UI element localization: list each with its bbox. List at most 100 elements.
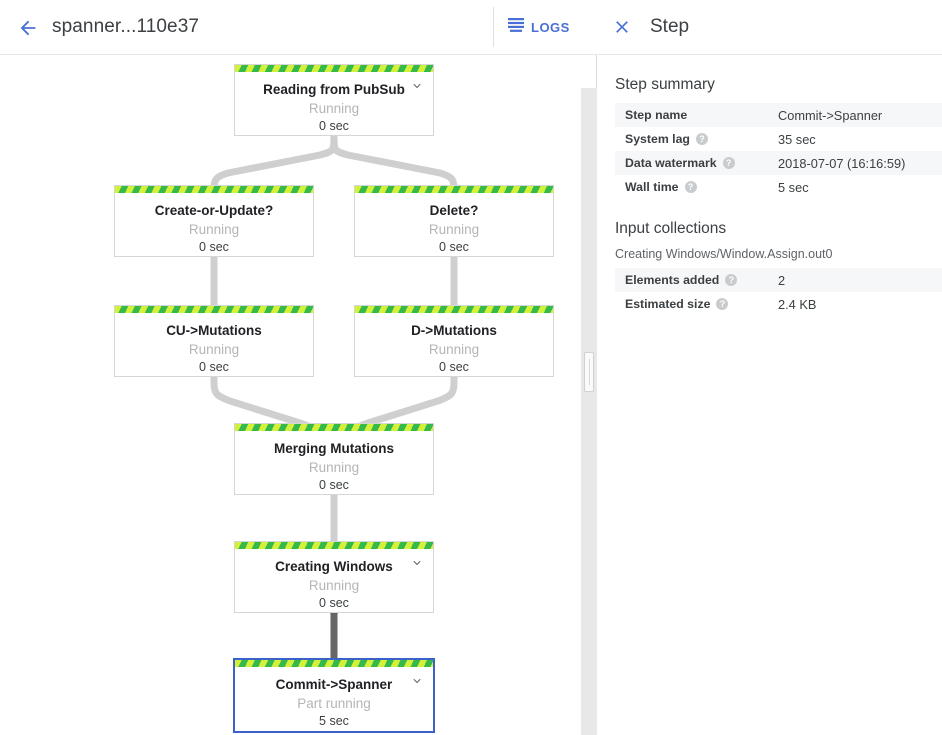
help-icon[interactable]: ? <box>684 181 697 193</box>
detail-value: 2018-07-07 (16:16:59) <box>778 155 906 171</box>
step-details-pane: Step Step summary Step name Commit->Spann… <box>598 0 942 735</box>
node-time: 5 sec <box>319 714 349 728</box>
node-status: Running <box>308 578 360 593</box>
detail-key: Elements added? <box>615 273 778 287</box>
top-toolbar: spanner...110e37 LOGS <box>0 0 597 55</box>
node-status-stripe <box>355 306 553 313</box>
graph-node[interactable]: Create-or-Update? Running 0 sec <box>114 185 314 257</box>
node-title: Merging Mutations <box>274 441 394 456</box>
detail-value: 2.4 KB <box>778 296 817 312</box>
node-title: CU->Mutations <box>166 323 262 338</box>
detail-row: Estimated size?2.4 KB <box>615 292 942 316</box>
detail-key-label: Wall time <box>625 180 679 194</box>
detail-value: 2 <box>778 272 786 288</box>
node-status: Running <box>188 222 240 237</box>
chevron-down-icon[interactable] <box>410 79 424 93</box>
node-title: Reading from PubSub <box>263 82 405 97</box>
detail-value: Commit->Spanner <box>778 107 883 123</box>
node-status-stripe <box>235 660 433 667</box>
detail-key: Estimated size? <box>615 297 778 311</box>
detail-key-label: Estimated size <box>625 297 711 311</box>
detail-row: Step name Commit->Spanner <box>615 103 942 127</box>
node-title: D->Mutations <box>411 323 497 338</box>
node-time: 0 sec <box>199 240 229 254</box>
node-time: 0 sec <box>199 360 229 374</box>
node-time: 0 sec <box>319 478 349 492</box>
help-icon[interactable]: ? <box>695 133 708 145</box>
close-icon[interactable] <box>608 13 636 41</box>
step-summary-heading: Step summary <box>615 76 715 93</box>
node-status-stripe <box>115 306 313 313</box>
node-time: 0 sec <box>439 360 469 374</box>
logs-label: LOGS <box>531 19 570 35</box>
node-status: Running <box>428 342 480 357</box>
node-title: Create-or-Update? <box>154 203 274 218</box>
graph-edges <box>207 131 461 665</box>
help-icon[interactable]: ? <box>716 298 729 310</box>
detail-key-label: Elements added <box>625 273 720 287</box>
node-time: 0 sec <box>319 119 349 133</box>
node-status-stripe <box>115 186 313 193</box>
node-time: 0 sec <box>439 240 469 254</box>
node-body: Create-or-Update? Running 0 sec <box>115 186 313 265</box>
graph-scrollbar-thumb[interactable] <box>584 352 594 392</box>
detail-key: Step name <box>615 108 778 122</box>
chevron-down-icon[interactable] <box>410 556 424 570</box>
detail-key-label: Data watermark <box>625 156 717 170</box>
detail-key-label: Step name <box>625 108 688 122</box>
detail-row: System lag?35 sec <box>615 127 942 151</box>
node-body: Delete? Running 0 sec <box>355 186 553 265</box>
graph-node[interactable]: Delete? Running 0 sec <box>354 185 554 257</box>
node-status-stripe <box>235 424 433 431</box>
node-status: Part running <box>297 696 371 711</box>
node-time: 0 sec <box>319 596 349 610</box>
detail-key: System lag? <box>615 132 778 146</box>
detail-row: Elements added?2 <box>615 268 942 292</box>
logs-button[interactable]: LOGS <box>508 13 570 41</box>
page-title: spanner...110e37 <box>52 16 200 37</box>
graph-pane: spanner...110e37 LOGS <box>0 0 597 735</box>
node-status-stripe <box>235 65 433 72</box>
detail-row: Wall time?5 sec <box>615 175 942 199</box>
step-panel-header: Step <box>598 0 942 55</box>
detail-key: Data watermark? <box>615 156 778 170</box>
toolbar-divider <box>493 7 494 47</box>
node-status: Running <box>188 342 240 357</box>
detail-key: Wall time? <box>615 180 778 194</box>
node-status: Running <box>308 460 360 475</box>
node-title: Delete? <box>429 203 479 218</box>
input-collections-heading: Input collections <box>615 220 727 237</box>
node-status-stripe <box>355 186 553 193</box>
detail-key-label: System lag <box>625 132 690 146</box>
detail-value: 35 sec <box>778 131 816 147</box>
node-title: Commit->Spanner <box>275 677 393 692</box>
detail-value: 5 sec <box>778 179 809 195</box>
help-icon[interactable]: ? <box>725 274 738 286</box>
back-arrow-icon[interactable] <box>12 12 44 44</box>
help-icon[interactable]: ? <box>722 157 735 169</box>
graph-scrollbar-track[interactable] <box>581 88 597 735</box>
chevron-down-icon[interactable] <box>410 674 424 688</box>
collection-name: Creating Windows/Window.Assign.out0 <box>615 247 833 261</box>
node-status: Running <box>428 222 480 237</box>
node-status-stripe <box>235 542 433 549</box>
node-title: Creating Windows <box>275 559 393 574</box>
node-status: Running <box>308 101 360 116</box>
